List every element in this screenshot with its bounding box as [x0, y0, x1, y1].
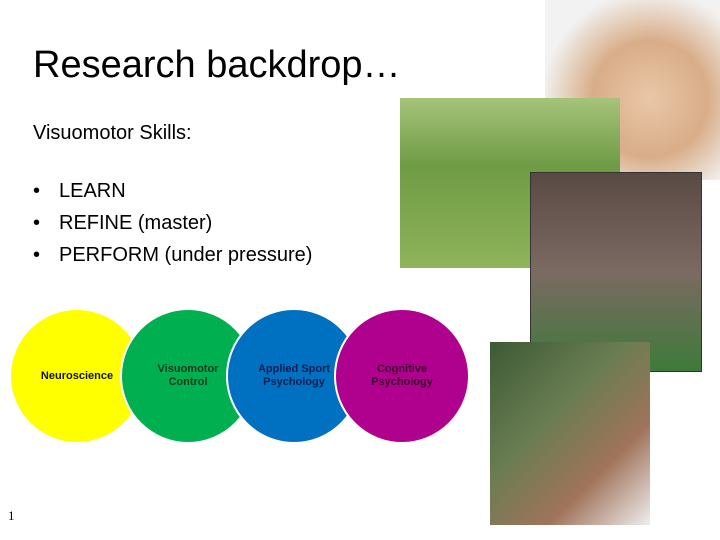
bullet-item: PERFORM (under pressure)	[33, 244, 312, 276]
slide-title: Research backdrop…	[33, 44, 401, 86]
bullet-list: LEARN REFINE (master) PERFORM (under pre…	[33, 180, 312, 276]
circle-cognitive-psychology: Cognitive Psychology	[334, 308, 470, 444]
bullet-item: LEARN	[33, 180, 312, 212]
photo-rugby-kicker	[530, 172, 702, 372]
page-number: 1	[8, 508, 15, 523]
circle-label: Visuomotor Control	[157, 363, 219, 388]
circle-label: Neuroscience	[40, 369, 114, 382]
slide-subtitle: Visuomotor Skills:	[33, 122, 192, 144]
photo-player-head	[490, 342, 650, 525]
circle-label: Applied Sport Psychology	[257, 363, 331, 388]
circle-label: Cognitive Psychology	[371, 363, 433, 388]
bullet-item: REFINE (master)	[33, 212, 312, 244]
